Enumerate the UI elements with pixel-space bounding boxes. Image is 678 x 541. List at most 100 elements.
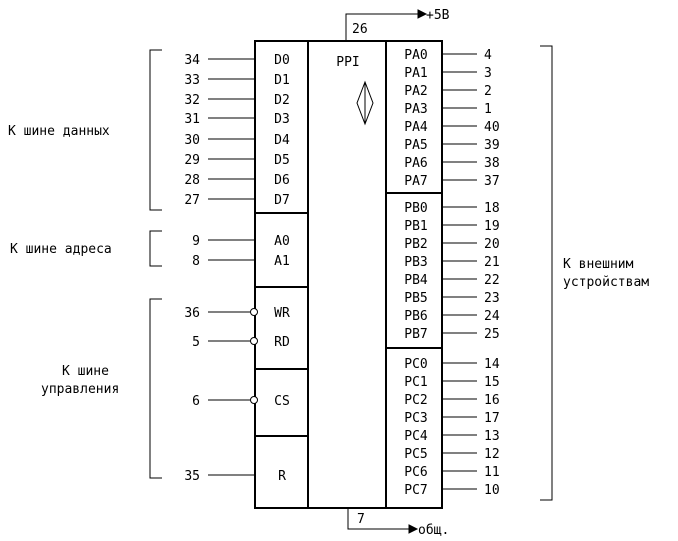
pin-name: D1	[274, 73, 290, 88]
pin-number: 30	[184, 133, 200, 148]
pin-number: 20	[484, 237, 500, 252]
pin-name: PA0	[404, 48, 427, 63]
pin-pb1: PB1 19	[404, 219, 499, 234]
power-label: +5В	[426, 8, 450, 23]
pin-pc0: PC0 14	[404, 357, 500, 372]
pin-name: D0	[274, 53, 290, 68]
pin-name: RD	[274, 335, 290, 350]
power-pin-number: 26	[352, 22, 368, 37]
pin-number: 8	[192, 254, 200, 269]
pin-pa1: PA1 3	[404, 66, 492, 81]
pin-number: 16	[484, 393, 500, 408]
pin-pb2: PB2 20	[404, 237, 499, 252]
pin-name: A1	[274, 254, 290, 269]
pin-name: PC0	[404, 357, 427, 372]
pin-name: PB0	[404, 201, 427, 216]
control-bus-bracket	[149, 298, 162, 479]
pin-number: 22	[484, 273, 500, 288]
address-bus-label: К шине адреса	[10, 242, 112, 257]
data-bus-label: К шине данных	[8, 124, 110, 139]
ground-connection: 7 общ.	[347, 508, 449, 538]
pin-number: 34	[184, 53, 200, 68]
pin-number: 12	[484, 447, 500, 462]
pin-name: PC4	[404, 429, 428, 444]
pin-number: 39	[484, 138, 500, 153]
pin-name: D6	[274, 173, 290, 188]
ground-pin-number: 7	[357, 512, 365, 527]
pin-d7: 27 D7	[184, 193, 289, 208]
pin-name: PC2	[404, 393, 427, 408]
pin-number: 5	[192, 335, 200, 350]
pin-name: PC6	[404, 465, 427, 480]
pin-number: 15	[484, 375, 500, 390]
pin-name: PB7	[404, 327, 427, 342]
bidirectional-arrow-icon	[356, 80, 374, 126]
pin-pb4: PB4 22	[404, 273, 499, 288]
pin-number: 40	[484, 120, 500, 135]
pin-name: D7	[274, 193, 290, 208]
pin-number: 13	[484, 429, 500, 444]
pin-number: 31	[184, 112, 200, 127]
pin-number: 14	[484, 357, 500, 372]
pin-name: PB4	[404, 273, 428, 288]
ground-label: общ.	[418, 523, 449, 538]
pin-name: PC1	[404, 375, 427, 390]
pin-name: PB1	[404, 219, 427, 234]
pin-name: PB2	[404, 237, 427, 252]
pin-name: PA2	[404, 84, 427, 99]
pin-number: 2	[484, 84, 492, 99]
pin-number: 9	[192, 234, 200, 249]
pin-number: 6	[192, 394, 200, 409]
pin-pc1: PC1 15	[404, 375, 499, 390]
pin-number: 17	[484, 411, 500, 426]
pin-name: PA1	[404, 66, 427, 81]
pin-number: 18	[484, 201, 500, 216]
inversion-bubble-icon	[250, 337, 258, 345]
pin-name: D3	[274, 112, 290, 127]
pin-pb0: PB0 18	[404, 201, 499, 216]
pin-name: PC3	[404, 411, 427, 426]
pin-pa5: PA5 39	[404, 138, 499, 153]
pin-name: WR	[274, 306, 290, 321]
data-bus-bracket	[149, 49, 162, 211]
pin-number: 3	[484, 66, 492, 81]
pin-d1: 33 D1	[184, 73, 289, 88]
pin-pc2: PC2 16	[404, 393, 499, 408]
pin-pa4: PA4 40	[404, 120, 499, 135]
pin-name: CS	[274, 394, 290, 409]
pin-name: PA6	[404, 156, 427, 171]
pin-pc3: PC3 17	[404, 411, 499, 426]
pin-number: 38	[484, 156, 500, 171]
pin-name: PC7	[404, 483, 427, 498]
inversion-bubble-icon	[250, 308, 258, 316]
pin-name: PB5	[404, 291, 427, 306]
pin-number: 1	[484, 102, 492, 117]
pin-name: PB6	[404, 309, 427, 324]
group-brackets	[149, 45, 553, 501]
pin-pc4: PC4 13	[404, 429, 499, 444]
pin-name: PA4	[404, 120, 428, 135]
pin-number: 35	[184, 469, 200, 484]
control-bus-label-line1: К шине	[62, 364, 109, 379]
pin-number: 32	[184, 93, 200, 108]
pin-number: 27	[184, 193, 200, 208]
pin-number: 19	[484, 219, 500, 234]
pin-number: 33	[184, 73, 200, 88]
pin-cs: 6 CS	[192, 394, 290, 409]
pin-name: D5	[274, 153, 290, 168]
pin-rd: 5 RD	[192, 335, 290, 350]
pin-pa2: PA2 2	[404, 84, 492, 99]
pin-d0: 34 D0	[184, 53, 289, 68]
control-bus-label-line2: управления	[41, 382, 119, 397]
pin-name: PA5	[404, 138, 427, 153]
